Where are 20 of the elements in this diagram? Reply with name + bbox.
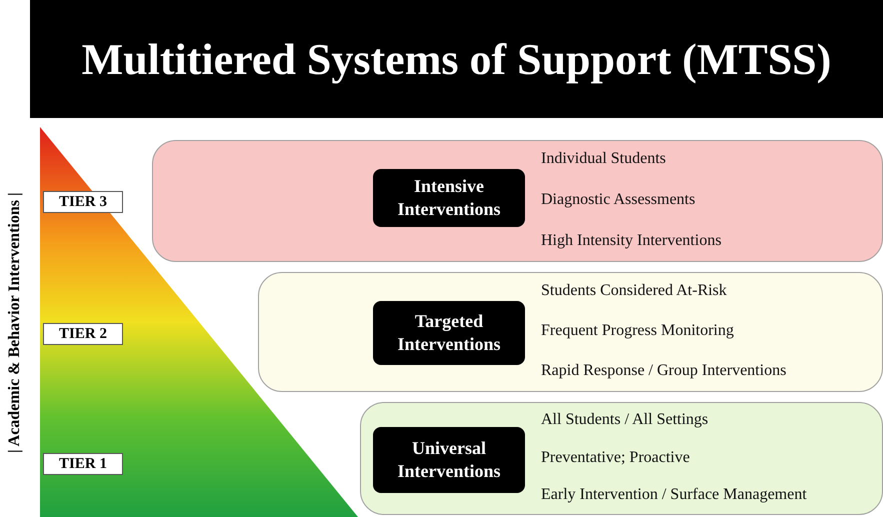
tier-label: TIER 2 [43, 323, 123, 345]
category-label: Targeted Interventions [373, 301, 525, 365]
list-item: Students Considered At-Risk [541, 282, 727, 300]
title-banner: Multitiered Systems of Support (MTSS) [30, 0, 883, 118]
list-item: Diagnostic Assessments [541, 191, 696, 209]
category-label: Intensive Interventions [373, 169, 525, 227]
list-item: Frequent Progress Monitoring [541, 322, 734, 340]
tier-band [258, 272, 883, 392]
tier-band [360, 402, 883, 515]
list-item: Early Intervention / Surface Management [541, 486, 807, 504]
tier-band [152, 140, 883, 262]
category-label: Universal Interventions [373, 427, 525, 493]
tier-label: TIER 1 [43, 453, 123, 475]
axis-label: | Academic & Behavior Interventions | [6, 192, 24, 456]
list-item: Rapid Response / Group Interventions [541, 362, 786, 380]
list-item: Preventative; Proactive [541, 448, 690, 466]
list-item: High Intensity Interventions [541, 232, 722, 250]
list-item: Individual Students [541, 150, 666, 168]
tier-label: TIER 3 [43, 191, 123, 213]
list-item: All Students / All Settings [541, 410, 708, 429]
